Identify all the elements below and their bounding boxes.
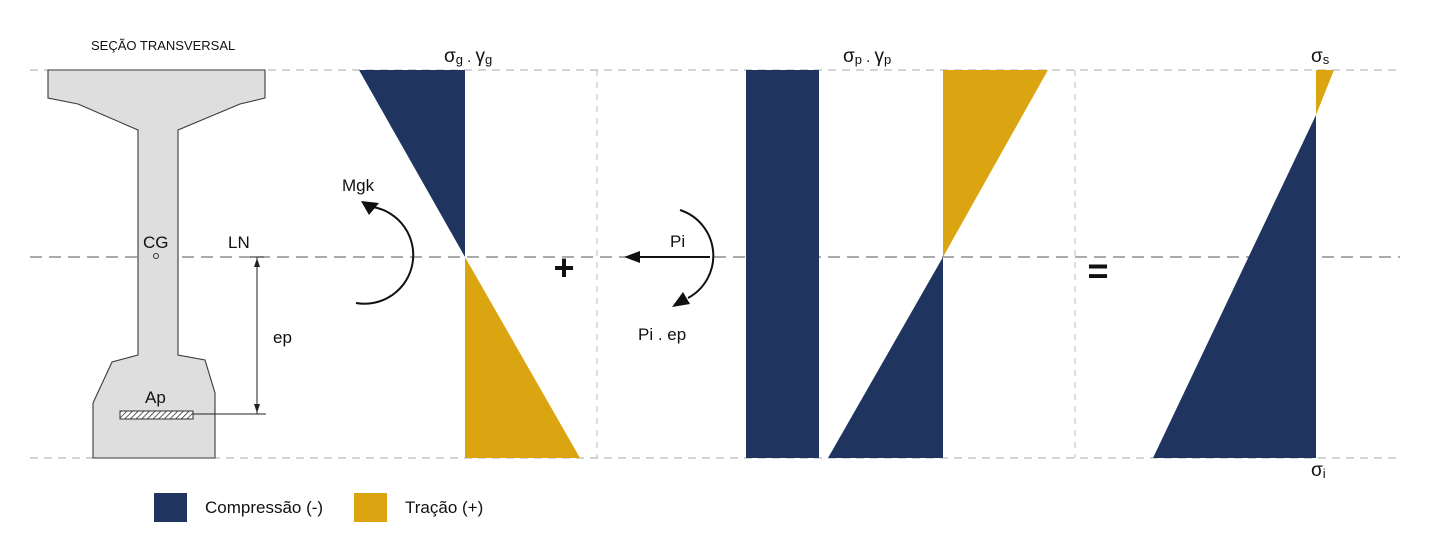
prestressing-tendon-area: [119, 410, 194, 420]
section-title: SEÇÃO TRANSVERSAL: [91, 38, 235, 53]
mgk-label: Mgk: [342, 176, 375, 195]
pi-ep-arrowhead: [672, 292, 690, 307]
result-tension-triangle: [1316, 70, 1334, 115]
pi-ep-moment-arrow: [679, 209, 715, 299]
ep-arrow-top: [254, 258, 260, 267]
p-tension-triangle: [943, 70, 1048, 257]
g-compression-triangle: [359, 70, 465, 257]
mgk-arrowhead: [361, 201, 379, 215]
tension-legend-label: Tração (+): [405, 497, 484, 517]
pi-ep-label: Pi . ep: [638, 325, 686, 344]
compression-legend-label: Compressão (-): [205, 497, 324, 517]
diagram-p-title: σp . γp: [843, 46, 891, 67]
ap-label: Ap: [145, 388, 166, 407]
cg-label: CG: [143, 233, 169, 252]
beam-cross-section: [47, 69, 266, 459]
p-compression-triangle: [828, 257, 943, 458]
sigma-s-label: σs: [1311, 46, 1330, 67]
pi-label: Pi: [670, 232, 685, 251]
mgk-moment-arrow: [355, 206, 415, 305]
g-tension-triangle: [465, 257, 580, 458]
pi-arrowhead: [624, 251, 640, 263]
sigma-i-label: σi: [1311, 460, 1326, 481]
plus-operator: +: [553, 247, 574, 288]
ep-label: ep: [273, 328, 292, 347]
cg-marker: [153, 253, 159, 259]
diagram-g-title: σg . γg: [444, 46, 492, 67]
compression-swatch: [154, 493, 187, 522]
result-compression-triangle: [1153, 115, 1316, 458]
legend-tension: Tração (+): [354, 493, 483, 522]
tension-swatch: [354, 493, 387, 522]
p-axial-compression-block: [746, 70, 819, 458]
legend-compression: Compressão (-): [154, 493, 323, 522]
ep-arrow-bottom: [254, 404, 260, 413]
equals-operator: =: [1087, 250, 1108, 291]
ln-label: LN: [228, 233, 250, 252]
